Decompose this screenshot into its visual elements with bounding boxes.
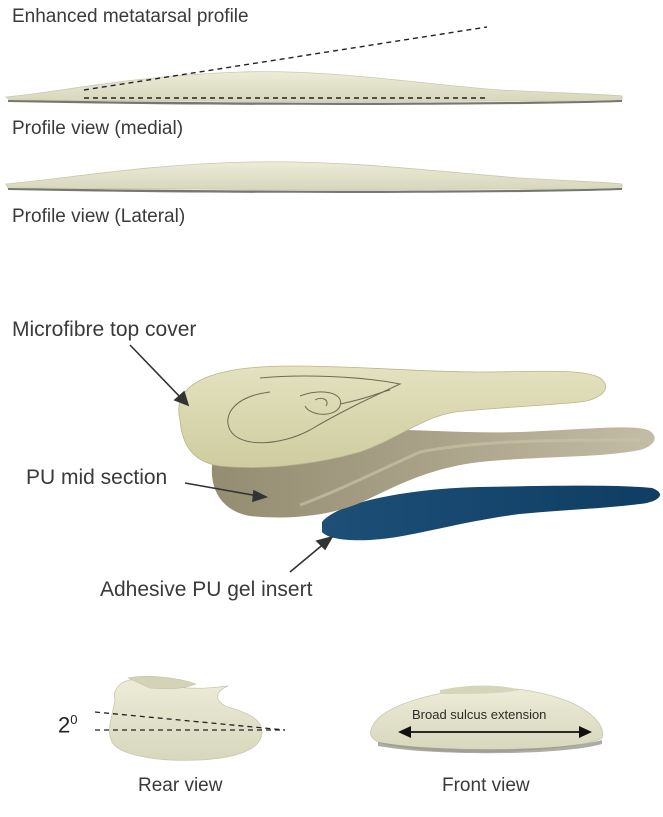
pu-mid-section-label: PU mid section	[26, 466, 168, 489]
gel-insert-arrow	[289, 541, 327, 573]
sulcus-arrow-left-head	[398, 726, 411, 738]
top-cover-pattern	[227, 375, 402, 444]
pu-mid-arrow	[184, 482, 259, 497]
rear-view-insole	[94, 676, 286, 761]
front-view-insole	[370, 685, 604, 754]
gel-insert-layer	[322, 485, 661, 541]
rear-angle-degree-label: 20	[58, 712, 77, 738]
microfibre-top-cover-label: Microfibre top cover	[12, 318, 197, 341]
front-view-label: Front view	[442, 775, 530, 796]
enhanced-metatarsal-profile-label: Enhanced metatarsal profile	[12, 6, 249, 27]
adhesive-gel-insert-label: Adhesive PU gel insert	[100, 578, 313, 601]
rear-view-label: Rear view	[138, 775, 223, 796]
sulcus-arrow-right-head	[579, 726, 592, 738]
metatarsal-angle-dashed-line	[83, 26, 488, 91]
degree-symbol: 0	[70, 712, 78, 727]
profile-medial-label: Profile view (medial)	[12, 118, 184, 139]
medial-profile-insole	[5, 161, 623, 193]
broad-sulcus-extension-label: Broad sulcus extension	[412, 707, 547, 722]
enhanced-profile-insole	[4, 26, 623, 105]
leader-arrows	[129, 344, 334, 573]
microfibre-arrow	[129, 344, 183, 400]
rear-angle-dashed-line	[94, 711, 286, 731]
microfibre-top-cover-layer	[178, 365, 606, 468]
profile-lateral-label: Profile view (Lateral)	[12, 206, 186, 227]
degree-value: 2	[58, 712, 71, 738]
